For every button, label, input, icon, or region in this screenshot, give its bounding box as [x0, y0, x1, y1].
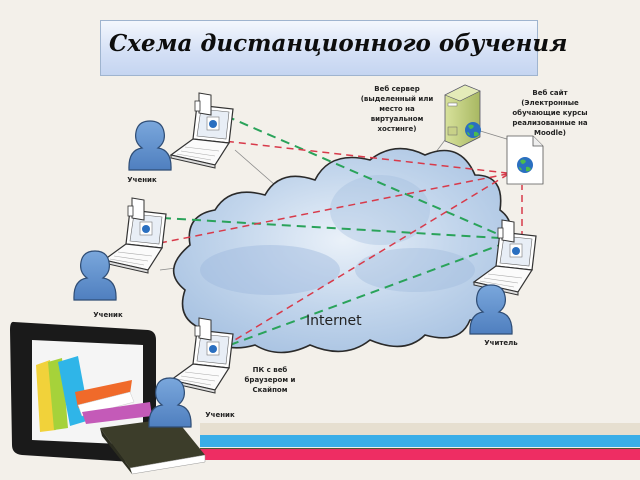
page-title: Схема дистанционного обучения [109, 30, 568, 57]
band-red [200, 448, 640, 460]
band-beige [200, 423, 640, 435]
green-video-links [161, 115, 501, 346]
web-server-icon [444, 84, 481, 148]
tablet-books-illustration [10, 321, 206, 475]
red-web-links [159, 139, 523, 353]
title-box: Схема дистанционного обучения [100, 20, 567, 76]
student-1-label: Ученик [127, 176, 157, 184]
teacher-label: Учитель [484, 339, 518, 347]
pc-note-label: ПК с веб браузером и Скайпом [244, 366, 296, 394]
web-site-document-icon [506, 135, 544, 185]
internet-label: Internet [306, 313, 362, 329]
band-blue [200, 435, 640, 447]
web-server-label: Веб сервер (выделенный или место на вирт… [360, 85, 434, 133]
web-site-label: Веб сайт (Электронные обучающие курсы ре… [512, 89, 588, 137]
student-2-laptop-icon [103, 197, 167, 274]
student-1-laptop-icon [170, 92, 234, 169]
student-1-avatar-icon [128, 120, 172, 171]
student-3-label: Ученик [205, 411, 235, 419]
student-2-label: Ученик [93, 311, 123, 319]
